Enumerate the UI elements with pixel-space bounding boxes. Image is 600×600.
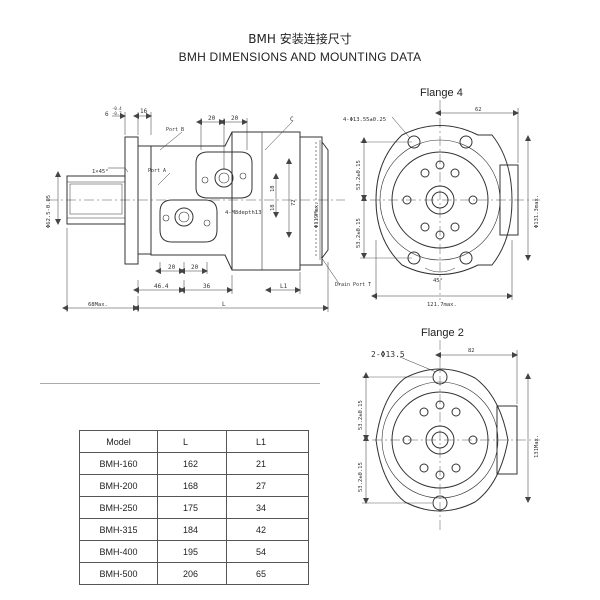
- table-cell: 65: [226, 562, 309, 585]
- flange-2-title: Flange 2: [421, 327, 464, 339]
- flange-4-view: [360, 100, 540, 300]
- page-title-chinese: BMH 安装连接尺寸: [248, 32, 352, 46]
- table-cell: BMH-315: [79, 518, 158, 541]
- flange-2-view: [362, 340, 540, 530]
- flange-2-dim-82: 82: [468, 348, 475, 354]
- motor-housing: [150, 131, 301, 271]
- page-title: BMH DIMENSIONS AND MOUNTING DATA: [178, 50, 422, 64]
- table-row: BMH-160 162 21: [79, 452, 309, 475]
- table-cell: 21: [226, 452, 309, 475]
- dim-16-label: 16: [140, 108, 148, 115]
- column-header: L1: [226, 430, 309, 453]
- flange-2-holes-label: 2-Φ13.5: [371, 350, 405, 359]
- dim-20-top-b: 20: [231, 115, 239, 122]
- flange-2-dim-53-top: 53.2±0.15: [358, 400, 364, 430]
- flange-4-shaft: [425, 185, 455, 215]
- dim-20-top-a: 20: [208, 115, 216, 122]
- dim-20-bottom-b: 20: [191, 264, 199, 271]
- table-cell: 162: [157, 452, 227, 475]
- port-b-boss: [195, 151, 253, 199]
- flange-4-dim-53-bottom: 53.2±0.15: [356, 218, 362, 248]
- flange-2-dim-131: 131Max.: [534, 435, 540, 458]
- table-cell: 27: [226, 474, 309, 497]
- port-a-boss: [159, 199, 218, 243]
- dim-36: 36: [203, 283, 211, 290]
- table-cell: BMH-160: [79, 452, 158, 475]
- callout-c: C: [290, 116, 294, 123]
- dia-119-label: Φ119Max.: [314, 202, 320, 229]
- flange-2-shaft: [425, 425, 455, 455]
- table-cell: 168: [157, 474, 227, 497]
- flange-4-dia-131: Φ131.3max.: [534, 195, 540, 228]
- table-cell: BMH-400: [79, 540, 158, 563]
- table-header-row: Model L L1: [79, 430, 309, 453]
- port-b-label: Port B: [166, 127, 184, 133]
- table-cell: BMH-500: [79, 562, 158, 585]
- table-row: BMH-500 206 65: [79, 562, 309, 585]
- side-view: [48, 112, 345, 312]
- table-row: BMH-200 168 27: [79, 474, 309, 497]
- dim-20-bottom-a: 20: [168, 264, 176, 271]
- flange-2-outline: [375, 368, 509, 512]
- flange-4-dim-62: 62: [475, 107, 482, 113]
- flange-4-angle-45: 45°: [433, 278, 443, 284]
- flange-4-hole: [459, 251, 473, 265]
- drain-port-label: Drain Port T: [335, 282, 371, 288]
- port-a-label: Port A: [148, 168, 166, 174]
- table-cell: 184: [157, 518, 227, 541]
- flange-4-outline: [375, 125, 513, 275]
- column-header: L: [157, 430, 227, 453]
- table-cell: 195: [157, 540, 227, 563]
- table-row: BMH-400 195 54: [79, 540, 309, 563]
- table-row: BMH-250 175 34: [79, 496, 309, 519]
- flange-2-dim-53-bottom: 53.2±0.15: [358, 462, 364, 492]
- flange-4-title: Flange 4: [420, 87, 463, 99]
- dim-46-4: 46.4: [154, 283, 169, 290]
- chamfer-label: 1×45°: [92, 169, 109, 175]
- dimension-table: Model L L1 BMH-160 162 21 BMH-200 168 27…: [79, 430, 309, 585]
- dim-l: L: [222, 301, 226, 308]
- column-header: Model: [79, 430, 158, 453]
- dim-6-tol-top: -0.4: [112, 106, 122, 111]
- table-cell: 54: [226, 540, 309, 563]
- flange-2-hole: [432, 369, 448, 385]
- port-b: [214, 168, 234, 188]
- flange-2-hole: [432, 495, 448, 511]
- table-cell: 34: [226, 496, 309, 519]
- mounting-flange: [124, 136, 139, 265]
- table-row: BMH-315 184 42: [79, 518, 309, 541]
- shaft-diameter-label: Φ62.5-0.05: [46, 195, 52, 228]
- table-cell: 175: [157, 496, 227, 519]
- dim-l1: L1: [280, 283, 288, 290]
- dim-6-label: 6: [105, 111, 109, 118]
- dim-18-a: 18: [270, 185, 276, 192]
- table-cell: BMH-200: [79, 474, 158, 497]
- flange-4-dim-53-top: 53.2±0.15: [356, 160, 362, 190]
- flange-4-holes-label: 4-Φ13.55±0.25: [343, 117, 386, 123]
- dim-72: 72: [291, 199, 297, 206]
- dim-6-tol-bottom: -0.7: [112, 111, 122, 116]
- table-cell: 42: [226, 518, 309, 541]
- flange-4-hole: [459, 135, 473, 149]
- thread-label: 4-M8depth13: [225, 210, 261, 216]
- flange-4-dim-121: 121.7max.: [427, 302, 457, 308]
- dim-68-label: 68Max.: [88, 302, 108, 308]
- table-cell: 206: [157, 562, 227, 585]
- dim-18-b: 18: [270, 204, 276, 211]
- section-divider: [40, 383, 320, 384]
- table-cell: BMH-250: [79, 496, 158, 519]
- port-a: [174, 207, 194, 227]
